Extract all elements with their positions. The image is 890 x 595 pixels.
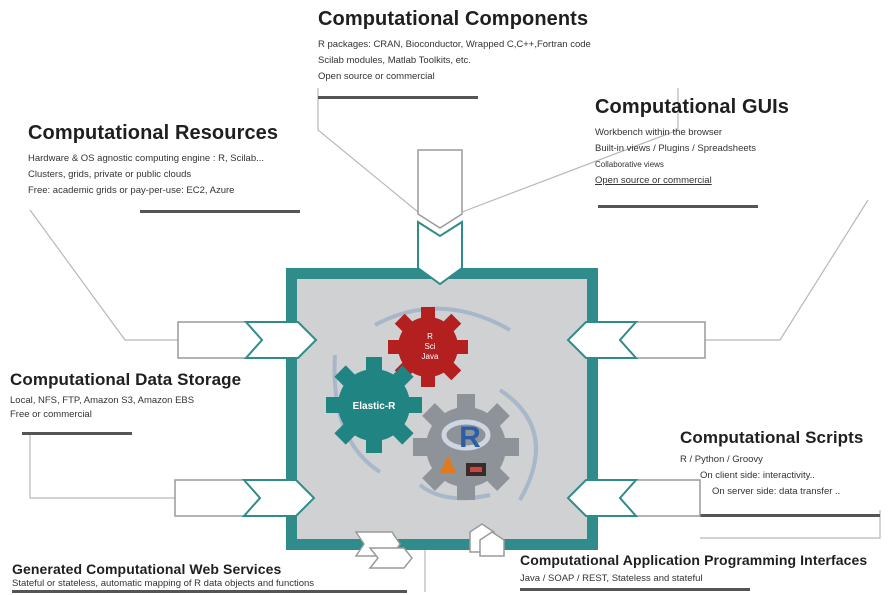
webservices-line-1: Stateful or stateless, automatic mapping… [12, 578, 315, 589]
underline-guis [598, 205, 758, 208]
components-line-2: Scilab modules, Matlab Toolkits, etc. [318, 55, 471, 66]
guis-line-4: Open source or commercial [595, 175, 712, 186]
underline-bars [12, 96, 880, 593]
red-gear-label-1: R [427, 332, 433, 341]
connector-components [317, 88, 419, 213]
guis-line-2: Built-in views / Plugins / Spreadsheets [595, 143, 757, 154]
storage-line-1: Local, NFS, FTP, Amazon S3, Amazon EBS [10, 395, 195, 406]
underline-scripts [700, 514, 880, 517]
orbit-arc-2 [374, 306, 511, 332]
arrow-resources [177, 321, 318, 359]
webservices-block: Generated Computational Web Services Sta… [12, 561, 314, 591]
arrow-components [417, 149, 463, 286]
storage-line-2: Free or commercial [10, 409, 92, 420]
resources-block: Computational Resources Hardware & OS ag… [28, 122, 278, 199]
underline-api [520, 588, 750, 591]
guis-title: Computational GUIs [595, 96, 790, 118]
orbit-arc-3 [498, 388, 538, 501]
gray-gear: R [413, 394, 519, 500]
arrow-webservices [354, 531, 413, 569]
connector-guis [705, 199, 869, 341]
connector-scripts [700, 510, 881, 539]
callout-lines [29, 88, 881, 592]
app-icon-accent [470, 467, 482, 472]
components-line-3: Open source or commercial [318, 71, 435, 82]
arrow-storage [174, 479, 316, 517]
guis-line-3: Collaborative views [595, 160, 664, 169]
arrow-api [469, 523, 505, 557]
components-line-1: R packages: CRAN, Bioconductor, Wrapped … [318, 39, 591, 50]
r-logo-ring [441, 419, 491, 451]
underline-webservices [12, 590, 407, 593]
resources-title: Computational Resources [28, 122, 279, 144]
underline-storage [22, 432, 132, 435]
arrow-scripts [566, 479, 701, 517]
r-logo-letter: R [459, 421, 481, 454]
api-line-1: Java / SOAP / REST, Stateless and statef… [520, 573, 703, 584]
components-block: Computational Components R packages: CRA… [318, 8, 591, 85]
connector-components-right [461, 88, 679, 213]
scripts-line-2: On client side: interactivity.. [700, 470, 815, 481]
storage-title: Computational Data Storage [10, 370, 242, 389]
guis-line-1: Workbench within the browser [595, 127, 723, 138]
components-title: Computational Components [318, 8, 589, 30]
red-gear-label-3: Java [422, 352, 439, 361]
red-gear-label-2: Sci [424, 342, 435, 351]
teal-gear-label: Elastic-R [353, 401, 397, 412]
scripts-title: Computational Scripts [680, 428, 864, 447]
underline-resources [140, 210, 300, 213]
teal-gear: Elastic-R [326, 357, 422, 453]
arrow-guis [566, 321, 706, 359]
orbit-arc-4 [418, 483, 491, 501]
webservices-title: Generated Computational Web Services [12, 561, 282, 577]
scripts-line-1: R / Python / Groovy [680, 454, 763, 465]
api-title: Computational Application Programming In… [520, 552, 868, 568]
underline-components [318, 96, 478, 99]
matlab-icon [440, 455, 456, 473]
connector-storage [29, 432, 175, 499]
scripts-block: Computational Scripts R / Python / Groov… [680, 428, 863, 500]
guis-block: Computational GUIs Workbench within the … [595, 96, 789, 189]
storage-block: Computational Data Storage Local, NFS, F… [10, 370, 241, 422]
resources-line-1: Hardware & OS agnostic computing engine … [28, 153, 265, 164]
resources-line-2: Clusters, grids, private or public cloud… [28, 169, 192, 180]
resources-line-3: Free: academic grids or pay-per-use: EC2… [28, 185, 235, 196]
connector-resources [29, 209, 178, 341]
scripts-line-3: On server side: data transfer .. [712, 486, 841, 497]
api-block: Computational Application Programming In… [520, 552, 867, 586]
